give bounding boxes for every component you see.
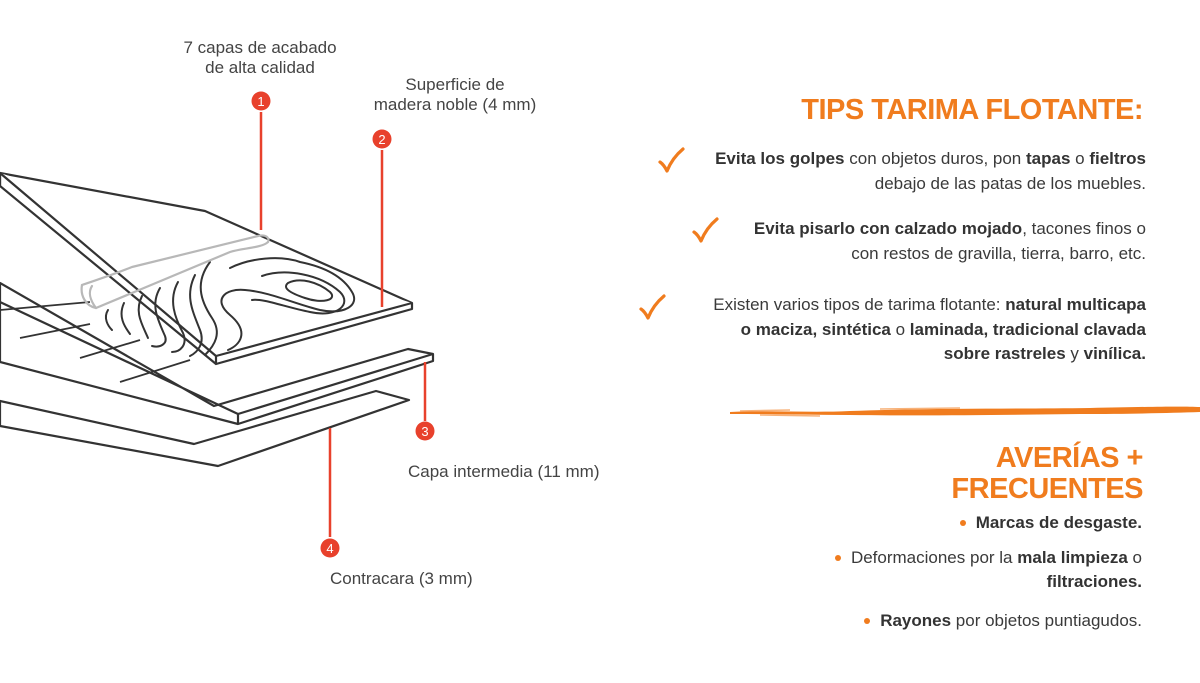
callout-2-line1: Superficie de bbox=[405, 75, 505, 94]
text-line: Rayones por objetos puntiagudos. bbox=[864, 609, 1142, 633]
callout-2-line2: madera noble (4 mm) bbox=[373, 95, 537, 114]
text-run: o bbox=[890, 319, 910, 339]
marker-3: 3 bbox=[415, 421, 435, 441]
check-icon bbox=[692, 217, 719, 243]
fault-item-1: Marcas de desgaste. bbox=[959, 511, 1142, 535]
core-layer bbox=[0, 281, 435, 426]
bold-run: natural multicapa bbox=[1005, 295, 1146, 314]
bold-run: o maciza, sintética bbox=[740, 319, 891, 339]
text-run: o bbox=[1070, 149, 1090, 168]
bold-run: fieltros bbox=[1089, 149, 1146, 168]
bold-run: Evita los golpes bbox=[715, 149, 845, 168]
callout-wood-surface: Superficie de madera noble (4 mm) bbox=[350, 75, 560, 115]
faults-title: AVERÍAS + FRECUENTES bbox=[951, 443, 1143, 505]
text-line: Evita los golpes con objetos duros, pon … bbox=[715, 147, 1146, 172]
text-run: o bbox=[1127, 548, 1142, 567]
text-line: con restos de gravilla, tierra, barro, e… bbox=[754, 242, 1146, 267]
text-line: Deformaciones por la mala limpieza o bbox=[834, 546, 1142, 570]
svg-text:1: 1 bbox=[257, 94, 264, 109]
callout-backing: Contracara (3 mm) bbox=[330, 569, 510, 589]
bold-run: tapas bbox=[1025, 149, 1071, 168]
marker-2: 2 bbox=[372, 129, 392, 149]
text-line: Existen varios tipos de tarima flotante:… bbox=[713, 293, 1146, 318]
info-panel: TIPS TARIMA FLOTANTE: Evita los golpes c… bbox=[600, 0, 1200, 683]
check-icon bbox=[639, 294, 666, 320]
callout-1-line1: 7 capas de acabado bbox=[183, 38, 337, 57]
tips-title: TIPS TARIMA FLOTANTE: bbox=[801, 94, 1143, 126]
svg-text:3: 3 bbox=[421, 424, 428, 439]
bold-run: laminada, tradicional clavada bbox=[909, 319, 1146, 339]
text-run: debajo de las patas de los muebles. bbox=[874, 173, 1146, 193]
text-line: sobre rastreles y vinílica. bbox=[713, 342, 1146, 367]
callout-3-line1: Capa intermedia (11 mm) bbox=[408, 462, 600, 481]
text-run: por objetos puntiagudos. bbox=[951, 611, 1142, 630]
text-run: y bbox=[1065, 344, 1084, 363]
bold-run: Marcas de desgaste. bbox=[975, 513, 1142, 532]
backing-layer bbox=[0, 389, 411, 468]
callout-1-line2: de alta calidad bbox=[205, 58, 315, 77]
text-line: filtraciones. bbox=[835, 570, 1142, 594]
bold-run: filtraciones. bbox=[1046, 572, 1142, 591]
text-run: con objetos duros, pon bbox=[844, 149, 1026, 168]
faults-title-line1: AVERÍAS + bbox=[995, 442, 1144, 474]
callout-finish-layers: 7 capas de acabado de alta calidad bbox=[160, 38, 360, 78]
svg-text:2: 2 bbox=[378, 132, 385, 147]
text-line: o maciza, sintética o laminada, tradicio… bbox=[713, 318, 1146, 343]
svg-text:4: 4 bbox=[326, 541, 333, 556]
text-run: , tacones finos o bbox=[1022, 219, 1146, 238]
text-run: con restos de gravilla, tierra, barro, e… bbox=[851, 243, 1146, 263]
marker-4: 4 bbox=[320, 538, 340, 558]
marker-1: 1 bbox=[251, 91, 271, 111]
check-icon bbox=[658, 147, 685, 173]
bold-run: Rayones bbox=[880, 611, 952, 630]
faults-title-line2: FRECUENTES bbox=[951, 473, 1143, 505]
text-line: Marcas de desgaste. bbox=[959, 511, 1142, 535]
fault-item-3: Rayones por objetos puntiagudos. bbox=[864, 609, 1142, 633]
bullet-dot-icon bbox=[864, 617, 871, 624]
bullet-dot-icon bbox=[959, 519, 966, 526]
tip-item-2: Evita pisarlo con calzado mojado, tacone… bbox=[754, 217, 1146, 266]
tip-item-3: Existen varios tipos de tarima flotante:… bbox=[713, 293, 1146, 367]
text-run: Existen varios tipos de tarima flotante: bbox=[713, 295, 1006, 314]
tip-item-1: Evita los golpes con objetos duros, pon … bbox=[715, 147, 1146, 196]
bullet-dot-icon bbox=[834, 554, 841, 561]
bold-run: sobre rastreles bbox=[943, 344, 1066, 363]
bold-run: vinílica. bbox=[1083, 344, 1146, 363]
callout-4-line1: Contracara (3 mm) bbox=[330, 569, 473, 588]
text-run: Deformaciones por la bbox=[850, 548, 1018, 567]
text-line: Evita pisarlo con calzado mojado, tacone… bbox=[754, 217, 1146, 242]
callout-core-layer: Capa intermedia (11 mm) bbox=[408, 462, 628, 482]
brush-divider bbox=[730, 406, 1200, 417]
text-line: debajo de las patas de los muebles. bbox=[715, 172, 1146, 197]
fault-item-2: Deformaciones por la mala limpieza o filt… bbox=[834, 546, 1142, 594]
bold-run: Evita pisarlo con calzado mojado bbox=[753, 219, 1023, 238]
finish-film bbox=[80, 240, 270, 310]
bold-run: mala limpieza bbox=[1017, 548, 1128, 567]
